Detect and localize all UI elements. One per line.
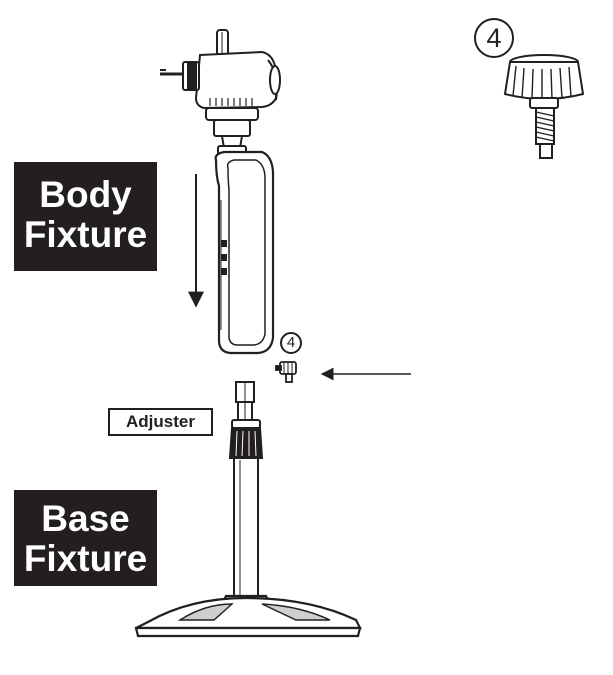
adjuster-label: Adjuster [108,408,213,436]
body-fixture-label-line1: Body [39,174,132,215]
camera-head [160,29,281,110]
base-plate [134,594,362,638]
swivel-mount [205,107,259,157]
base-pole [233,457,259,599]
part-callout-small: 4 [280,332,302,354]
body-fixture-label: Body Fixture [14,162,157,271]
large-knob-part [503,54,585,159]
base-fixture-label-line1: Base [41,498,130,539]
part-callout-large: 4 [474,18,514,58]
base-fixture-label-line2: Fixture [23,538,148,579]
adjuster-part [228,381,264,459]
body-fixture-label-line2: Fixture [23,214,148,255]
base-fixture-label: Base Fixture [14,490,157,586]
small-knob-part [275,361,297,383]
body-fixture-part [214,150,275,355]
